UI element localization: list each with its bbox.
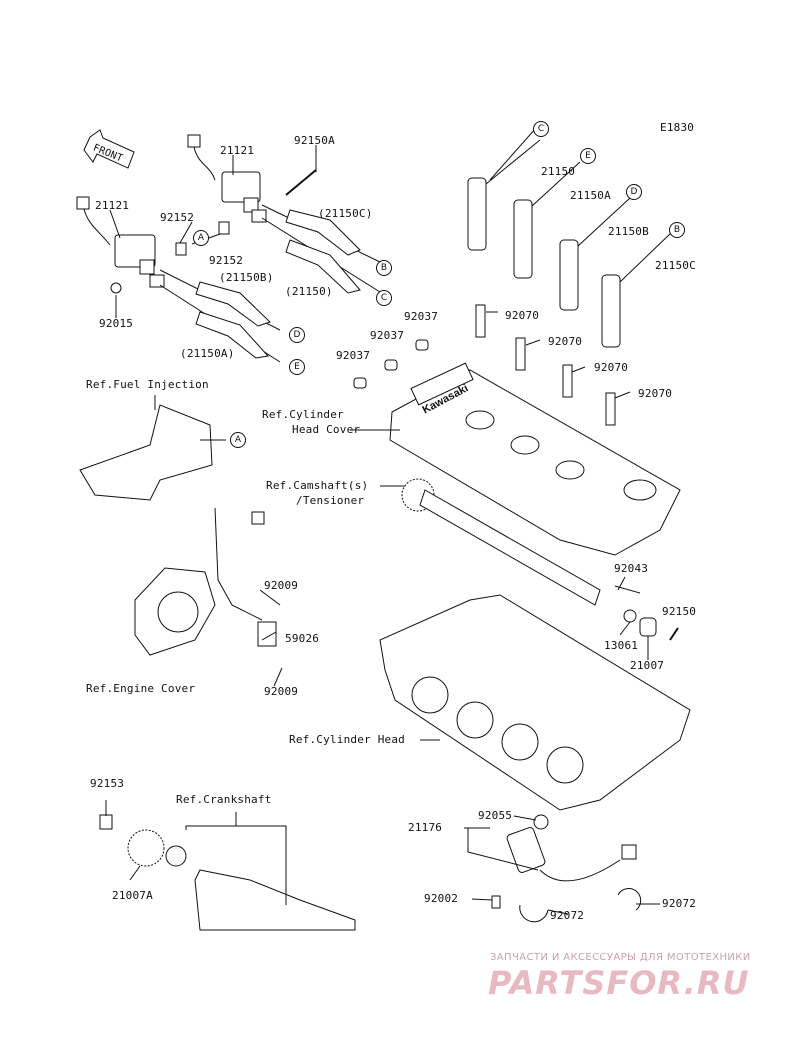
engine-cover-sensor xyxy=(134,507,277,656)
part-92009-a: 92009 xyxy=(264,579,299,592)
part-21150: 21150 xyxy=(541,165,576,178)
ref-cylinder-head-cover-line1: Ref.Cylinder xyxy=(262,408,344,421)
part-92072-a: 92072 xyxy=(550,909,585,922)
part-92009-b: 92009 xyxy=(264,685,299,698)
front-arrow-icon xyxy=(83,129,135,169)
callout-E-left: E xyxy=(289,359,305,375)
part-92152-a: 92152 xyxy=(160,211,195,224)
cylinder-head xyxy=(379,594,691,811)
ref-crankshaft: Ref.Crankshaft xyxy=(176,793,272,806)
part-21007A: 21007A xyxy=(112,889,153,902)
part-21150C: 21150C xyxy=(655,259,696,272)
ref-camshaft-line1: Ref.Camshaft(s) xyxy=(266,479,369,492)
part-92002: 92002 xyxy=(424,892,459,905)
cylinder-head-cover xyxy=(389,362,681,556)
part-21121-lower: 21121 xyxy=(95,199,130,212)
part-21007: 21007 xyxy=(630,659,665,672)
part-92037-b: 92037 xyxy=(370,329,405,342)
ref-engine-cover: Ref.Engine Cover xyxy=(86,682,196,695)
callout-A-upper: A xyxy=(193,230,209,246)
part-92037-c: 92037 xyxy=(336,349,371,362)
ref-camshaft-line2: /Tensioner xyxy=(296,494,365,507)
part-92070-a: 92070 xyxy=(505,309,540,322)
part-92153: 92153 xyxy=(90,777,125,790)
ref-cylinder-head: Ref.Cylinder Head xyxy=(289,733,405,746)
part-21150A-paren: (21150A) xyxy=(180,347,235,360)
callout-B-left: B xyxy=(376,260,392,276)
callout-C-left: C xyxy=(376,290,392,306)
part-21121-upper: 21121 xyxy=(220,144,255,157)
part-92055: 92055 xyxy=(478,809,513,822)
spark-plugs xyxy=(475,304,616,426)
part-21150A: 21150A xyxy=(570,189,611,202)
ref-cylinder-head-cover-line2: Head Cover xyxy=(292,423,361,436)
plug-caps-right xyxy=(467,139,673,348)
plug-caps-middle xyxy=(195,209,361,359)
part-92070-b: 92070 xyxy=(548,335,583,348)
part-59026: 59026 xyxy=(285,632,320,645)
part-92070-c: 92070 xyxy=(594,361,629,374)
part-92072-b: 92072 xyxy=(662,897,697,910)
part-92070-d: 92070 xyxy=(638,387,673,400)
part-92150A-top: 92150A xyxy=(294,134,335,147)
callout-D-left: D xyxy=(289,327,305,343)
part-21176: 21176 xyxy=(408,821,443,834)
part-92015: 92015 xyxy=(99,317,134,330)
crankshaft xyxy=(99,814,356,931)
ref-fuel-injection: Ref.Fuel Injection xyxy=(86,378,209,391)
camshaft xyxy=(401,478,601,606)
part-92152-b: 92152 xyxy=(209,254,244,267)
part-21150C-paren: (21150C) xyxy=(318,207,373,220)
part-92043: 92043 xyxy=(614,562,649,575)
callout-A-lower: A xyxy=(230,432,246,448)
part-21150-paren: (21150) xyxy=(285,285,333,298)
callout-E-right: E xyxy=(580,148,596,164)
watermark-logo: PARTSFOR.RU xyxy=(488,964,750,1002)
callout-D-right: D xyxy=(626,184,642,200)
part-21150B: 21150B xyxy=(608,225,649,238)
crank-sensor xyxy=(491,814,642,923)
part-92150: 92150 xyxy=(662,605,697,618)
part-92037-a: 92037 xyxy=(404,310,439,323)
fuel-injection-bracket xyxy=(79,404,213,501)
part-13061: 13061 xyxy=(604,639,639,652)
part-21150B-paren: (21150B) xyxy=(219,271,274,284)
callout-C-right: C xyxy=(533,121,549,137)
watermark-tagline: ЗАПЧАСТИ И АКСЕССУАРЫ ДЛЯ МОТОТЕХНИКИ xyxy=(490,952,751,963)
diagram-code: E1830 xyxy=(660,121,695,134)
callout-B-right: B xyxy=(669,222,685,238)
